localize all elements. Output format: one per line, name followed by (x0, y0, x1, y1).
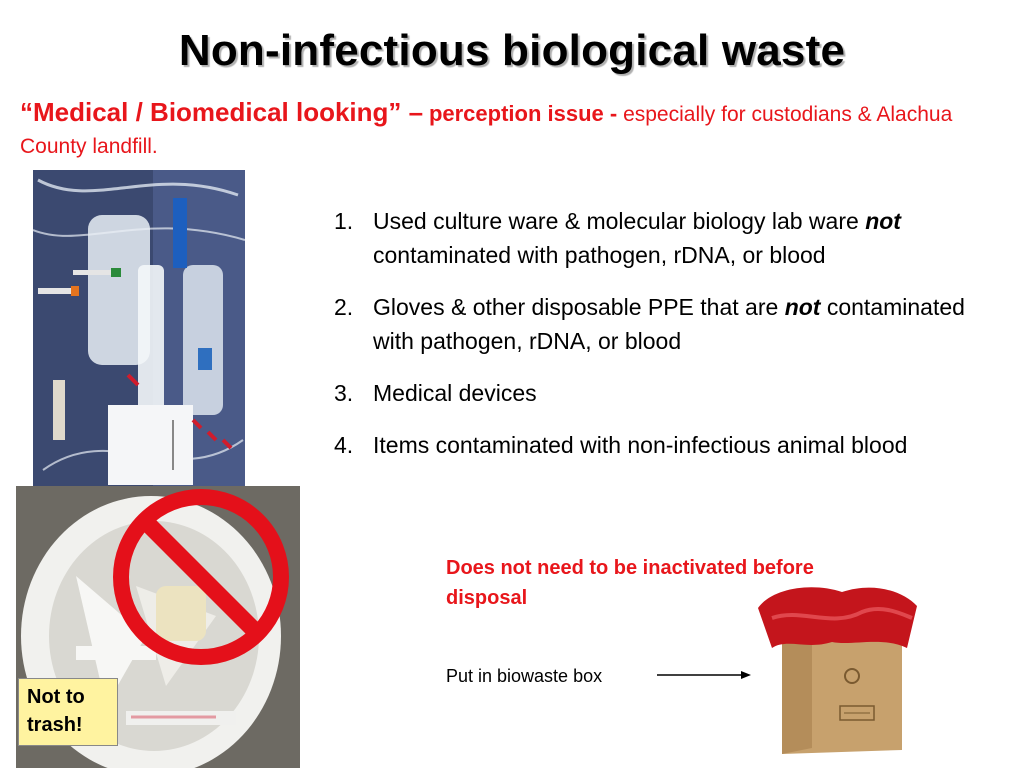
no-symbol-icon (113, 489, 289, 665)
list-item: 2. Gloves & other disposable PPE that are… (334, 290, 1004, 358)
list-item-text-end: contaminated with pathogen, rDNA, or blo… (373, 242, 826, 268)
biowaste-box-photo (752, 578, 922, 758)
slide-subtitle: “Medical / Biomedical looking” – percept… (20, 96, 1010, 163)
list-item-emphasis: not (865, 208, 901, 234)
medical-supplies-photo (32, 170, 246, 486)
subtitle-perception: perception issue - (428, 101, 618, 126)
list-item: 3. Medical devices (334, 376, 1004, 410)
list-item-text: Medical devices (373, 380, 537, 406)
medical-supplies-illustration (32, 170, 246, 486)
list-item: 1. Used culture ware & molecular biology … (334, 204, 1004, 272)
subtitle-rest: especially for custodians & Alachua Coun… (20, 103, 953, 158)
list-item-number: 3. (334, 380, 354, 406)
list-item-text-end: contaminated with pathogen, rDNA, or blo… (373, 294, 965, 354)
biowaste-box-illustration (758, 587, 917, 754)
list-item-text: Items contaminated with non-infectious a… (373, 432, 908, 458)
list-item-number: 1. (334, 208, 354, 234)
inactivation-note: Does not need to be inactivated before d… (446, 557, 814, 609)
arrow-right-icon (657, 671, 751, 679)
list-item-number: 4. (334, 432, 354, 458)
list-item-text: Gloves & other disposable PPE that are (373, 294, 785, 320)
list-item-emphasis: not (784, 294, 821, 320)
waste-item-list: 1. Used culture ware & molecular biology … (334, 204, 1004, 480)
subtitle-quote: “Medical / Biomedical looking” – (20, 97, 424, 127)
not-to-trash-note: Not to trash! (18, 678, 118, 746)
list-item-text: Used culture ware & molecular biology la… (373, 208, 866, 234)
biowaste-box-label: Put in biowaste box (446, 666, 603, 686)
list-item: 4. Items contaminated with non-infectious… (334, 428, 1004, 462)
list-item-number: 2. (334, 294, 354, 320)
slide-title: Non-infectious biological waste (178, 26, 846, 75)
